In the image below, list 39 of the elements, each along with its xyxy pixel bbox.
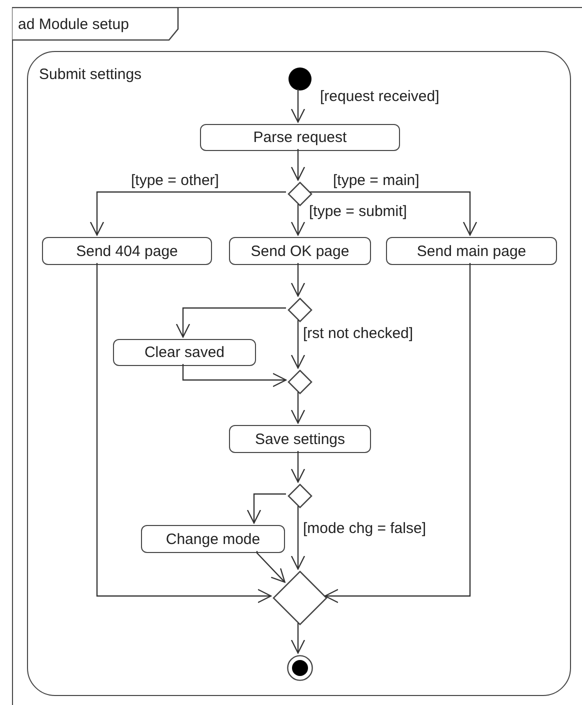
arrow xyxy=(290,204,306,236)
start-node xyxy=(288,67,312,91)
arrow xyxy=(90,191,286,236)
decision-diamond xyxy=(288,182,312,206)
decision-diamond xyxy=(288,298,312,322)
action-box: Parse request xyxy=(200,124,400,151)
arrow xyxy=(290,149,306,181)
action-box: Send 404 page xyxy=(42,237,212,265)
decision-diamond xyxy=(273,571,327,625)
arrow xyxy=(290,320,306,369)
action-box: Send OK page xyxy=(229,237,371,265)
action-box: Clear saved xyxy=(113,339,256,366)
guard-label: [rst not checked] xyxy=(303,325,414,342)
activity-name: Submit settings xyxy=(39,66,142,83)
arrow xyxy=(246,493,286,524)
decision-diamond xyxy=(288,370,312,394)
arrow xyxy=(290,451,306,483)
guard-label: [mode chg = false] xyxy=(303,520,426,537)
action-box: Change mode xyxy=(141,525,285,553)
arrow xyxy=(290,89,306,123)
decision-diamond xyxy=(288,484,312,508)
arrow xyxy=(290,506,306,570)
arrow xyxy=(96,263,272,604)
arrow xyxy=(290,263,306,297)
arrow xyxy=(290,623,306,654)
frame-title: ad Module setup xyxy=(18,16,129,33)
end-node xyxy=(287,655,313,681)
arrow xyxy=(310,191,478,236)
guard-label: [request received] xyxy=(320,88,440,105)
guard-label: [type = other] xyxy=(131,172,219,189)
action-box: Save settings xyxy=(229,425,371,453)
guard-label: [type = main] xyxy=(333,172,420,189)
action-box: Send main page xyxy=(386,237,557,265)
arrow xyxy=(176,307,286,338)
arrow xyxy=(256,551,286,583)
guard-label: [type = submit] xyxy=(309,203,407,220)
arrow xyxy=(324,263,471,604)
arrow xyxy=(290,392,306,424)
arrow xyxy=(182,364,287,388)
